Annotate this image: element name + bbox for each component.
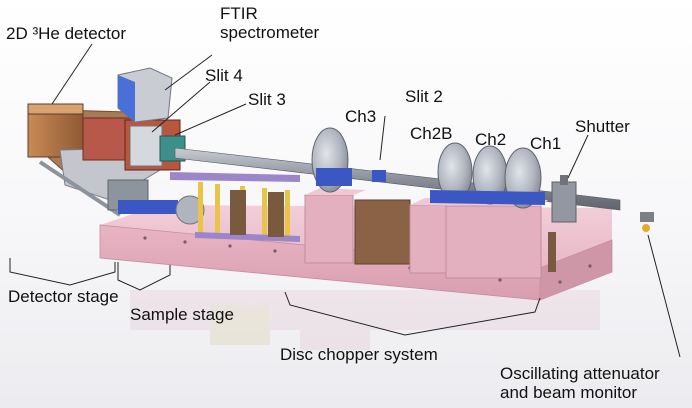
label-shutter: Shutter — [575, 117, 630, 136]
label-sample-stage: Sample stage — [130, 305, 234, 324]
label-slit2: Slit 2 — [405, 87, 443, 106]
label-slit4: Slit 4 — [205, 66, 243, 85]
label-detector: 2D ³He detector — [6, 24, 126, 43]
shutter-assembly — [551, 175, 654, 232]
label-slit3: Slit 3 — [248, 90, 286, 109]
sample-stage-frame — [170, 172, 300, 242]
chopper-discs — [311, 127, 545, 209]
label-ch2b: Ch2B — [410, 124, 453, 143]
label-ch1: Ch1 — [530, 134, 562, 153]
label-oscillating: Oscillating attenuator and beam monitor — [500, 364, 660, 402]
label-ch3: Ch3 — [345, 107, 377, 126]
annotation-lines — [9, 43, 681, 358]
label-disc-chopper: Disc chopper system — [280, 345, 438, 364]
sample-assembly — [117, 67, 205, 225]
label-ftir: FTIR spectrometer — [220, 4, 320, 42]
label-ch2: Ch2 — [475, 130, 507, 149]
floor-reflection — [130, 290, 600, 350]
label-detector-stage: Detector stage — [8, 287, 119, 306]
